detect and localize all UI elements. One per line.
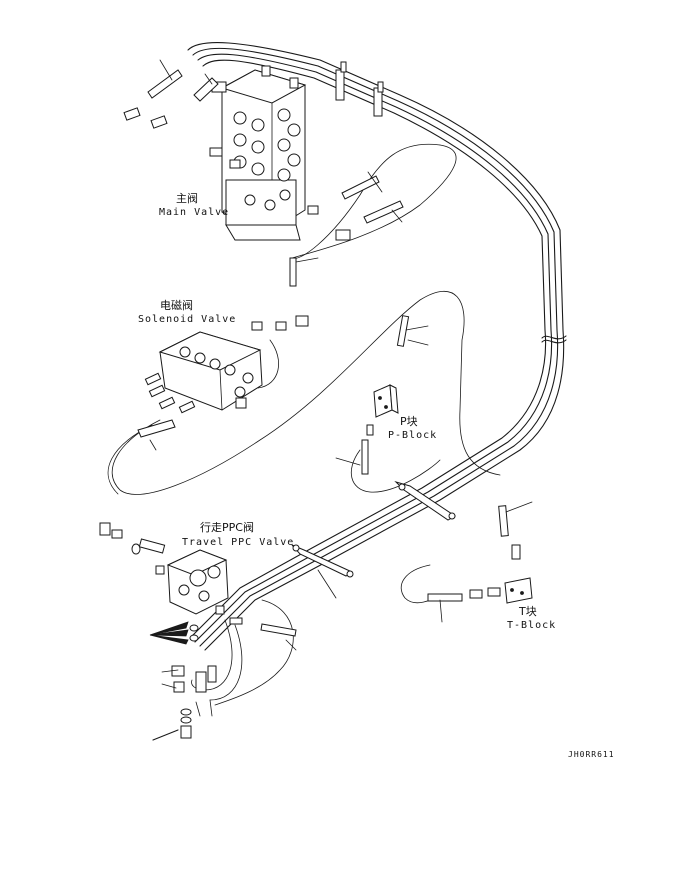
main-valve xyxy=(211,65,307,241)
t-block-label-en: T-Block xyxy=(507,620,557,631)
travel-ppc-valve-label-en: Travel PPC Valve xyxy=(182,537,295,548)
main-pipe-bundle xyxy=(187,42,567,651)
main-valve-label-cn: 主阀 xyxy=(176,192,198,205)
p-block-label-cn: P块 xyxy=(400,415,418,428)
pipe-clamps xyxy=(335,61,384,117)
t-block xyxy=(427,501,533,623)
p-block xyxy=(335,315,429,475)
p-block-label-en: P-Block xyxy=(388,430,438,441)
solenoid-valve xyxy=(137,315,309,451)
travel-ppc-valve-label-cn: 行走PPC阀 xyxy=(200,521,254,534)
solenoid-valve-label-cn: 电磁阀 xyxy=(160,299,193,312)
hose-loops xyxy=(107,143,501,706)
bundle-brackets xyxy=(291,480,456,599)
travel-ppc-valve xyxy=(99,522,297,651)
main-valve-label-en: Main Valve xyxy=(159,207,230,218)
main-valve-fittings xyxy=(123,59,404,287)
solenoid-valve-label-en: Solenoid Valve xyxy=(138,314,237,325)
t-block-label-cn: T块 xyxy=(519,605,537,618)
main-valve-spools xyxy=(233,108,301,211)
lower-left-fittings xyxy=(149,621,217,741)
drawing-code: JH0RR611 xyxy=(568,750,615,759)
